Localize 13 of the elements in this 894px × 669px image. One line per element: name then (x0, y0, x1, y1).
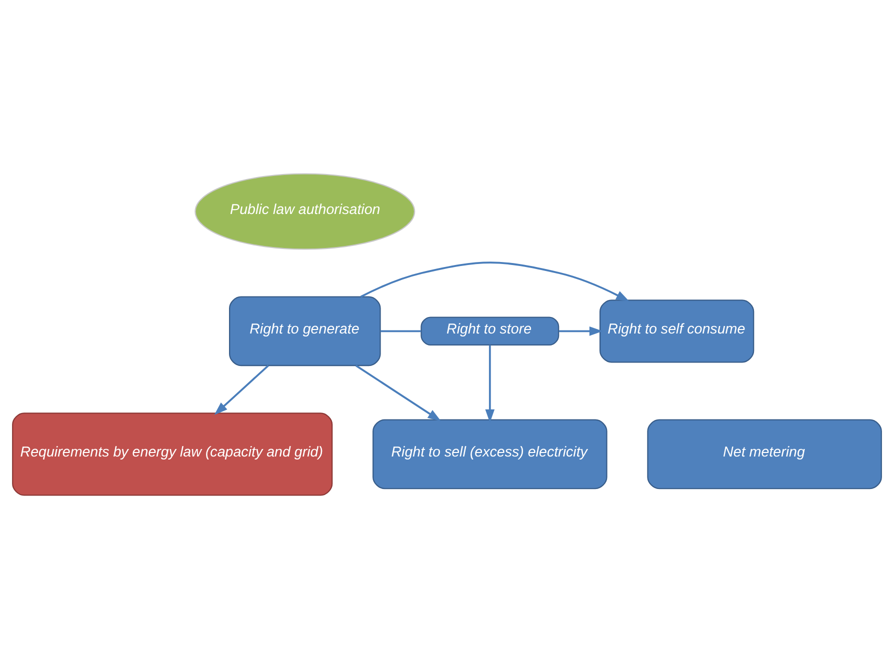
node-box: Requirements by energy law (capacity and grid) (12, 412, 333, 496)
arrow (214, 364, 269, 415)
node-box: Right to sell (excess) electricity (372, 419, 608, 490)
node-box: Right to self consume (599, 300, 754, 363)
connector (380, 330, 422, 332)
node-box: Right to store (420, 316, 560, 346)
node-box: Right to generate (229, 296, 381, 366)
arrow (558, 326, 603, 336)
node-ellipse: Public law authorisation (194, 173, 416, 250)
arrow (360, 262, 630, 302)
arrow (485, 345, 495, 423)
arrow (355, 364, 442, 422)
node-box: Net metering (647, 419, 882, 490)
